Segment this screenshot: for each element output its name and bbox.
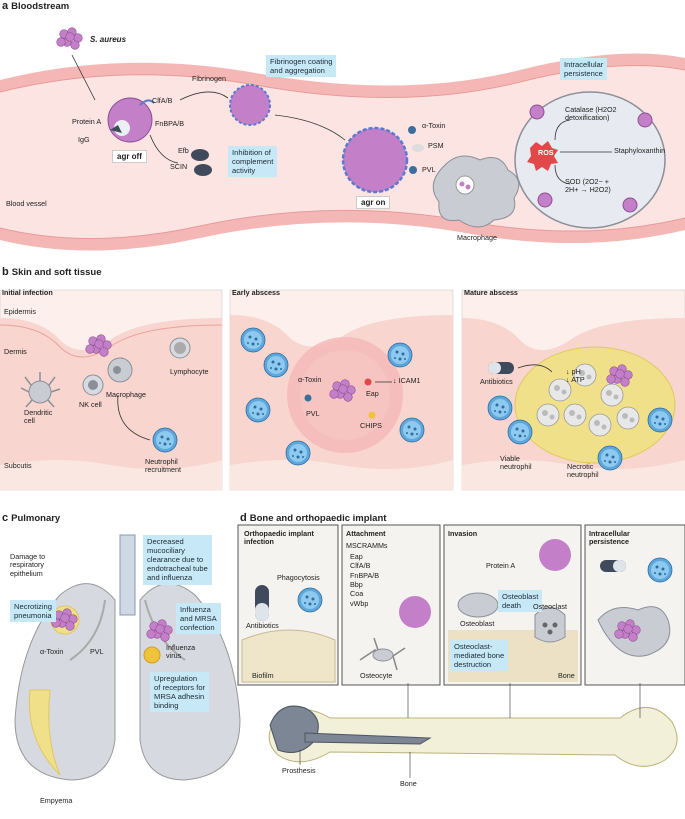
attachment-heading: Attachment bbox=[346, 529, 386, 538]
lymphocyte-label: Lymphocyte bbox=[170, 367, 209, 376]
mscramm-item: Eap bbox=[350, 552, 363, 561]
alpha-toxin-label-c: α-Toxin bbox=[40, 647, 64, 656]
pvl-label: PVL bbox=[422, 165, 436, 174]
phagocytosis-label: Phagocytosis bbox=[277, 573, 320, 582]
epidermis-label: Epidermis bbox=[4, 307, 36, 316]
complement-note: Inhibition of complement activity bbox=[228, 146, 278, 178]
pvl-label-c: PVL bbox=[90, 647, 104, 656]
osteoblast-label: Osteoblast bbox=[460, 619, 495, 628]
neutrophil-recruitment-label: Neutrophil recruitment bbox=[145, 457, 181, 475]
necrotizing-note: Necrotizing pneumonia bbox=[10, 600, 56, 623]
influenza-confection-note: Influenza and MRSA confection bbox=[176, 603, 221, 635]
mscramm-item: vWbp bbox=[350, 598, 369, 608]
subcutis-label: Subcutis bbox=[4, 461, 32, 470]
protein-a-label-d: Protein A bbox=[486, 561, 516, 570]
s-aureus-label: S. aureus bbox=[90, 35, 127, 44]
agr-off-badge: agr off bbox=[112, 150, 147, 163]
pvl-label-b: PVL bbox=[306, 409, 320, 418]
antibiotics-label-b: Antibiotics bbox=[480, 377, 513, 386]
macrophage-label-b: Macrophage bbox=[106, 390, 146, 399]
mscramm-item: ClfA/B bbox=[350, 561, 371, 571]
early-abscess-heading: Early abscess bbox=[232, 288, 280, 297]
osteoclast-note: Osteoclast- mediated bone destruction bbox=[450, 640, 509, 672]
empyema-label: Empyema bbox=[40, 796, 73, 805]
mscramms-label: MSCRAMMs bbox=[346, 541, 388, 550]
antibiotics-label-d: Antibiotics bbox=[246, 621, 279, 630]
chips-label: CHIPS bbox=[360, 421, 382, 430]
invasion-heading: Invasion bbox=[448, 529, 478, 538]
catalase-label: Catalase (H2O2 detoxification) bbox=[565, 105, 617, 123]
efb-label: Efb bbox=[178, 146, 189, 155]
agr-on-badge: agr on bbox=[356, 196, 391, 209]
protein-a-label: Protein A bbox=[72, 117, 102, 126]
bone-label: Bone bbox=[400, 779, 417, 788]
clfa-label: ClfA/B bbox=[152, 96, 173, 105]
icam-label: ↓ ICAM1 bbox=[393, 376, 421, 385]
viable-neutrophil-label: Viable neutrophil bbox=[500, 454, 532, 472]
mscramm-item: FnBPA/B bbox=[350, 570, 380, 580]
bone-label-panel: Bone bbox=[558, 671, 575, 680]
igg-label: IgG bbox=[78, 135, 90, 144]
nk-cell-label: NK cell bbox=[79, 400, 102, 409]
eap-label: Eap bbox=[366, 389, 379, 398]
staphyloxanthin-label: Staphyloxanthin bbox=[614, 146, 666, 155]
necrotic-neutrophil-label: Necrotic neutrophil bbox=[567, 462, 599, 480]
mscramm-item: Bbp bbox=[350, 580, 363, 590]
osteoblast-death-note: Osteoblast death bbox=[498, 590, 543, 613]
intracellular-heading: Intracellular persistence bbox=[589, 529, 630, 547]
ph-atp-label: ↓ pH ↓ ATP bbox=[566, 367, 585, 385]
damage-label: Damage to respiratory epithelium bbox=[10, 552, 46, 578]
ros-label: ROS bbox=[538, 148, 554, 157]
alpha-toxin-label-b: α-Toxin bbox=[298, 375, 322, 384]
upregulation-note: Upregulation of receptors for MRSA adhes… bbox=[150, 672, 210, 713]
osteoclast-label: Osteoclast bbox=[533, 602, 567, 611]
fibrinogen-note: Fibrinogen coating and aggregation bbox=[266, 55, 337, 78]
scin-label: SCIN bbox=[170, 162, 188, 171]
psm-label: PSM bbox=[428, 141, 444, 150]
mscramm-item: Coa bbox=[350, 589, 364, 599]
dermis-label: Dermis bbox=[4, 347, 27, 356]
intracellular-note: Intracellular persistence bbox=[560, 58, 608, 81]
blood-vessel-label: Blood vessel bbox=[6, 199, 47, 208]
macrophage-label: Macrophage bbox=[457, 233, 497, 242]
alpha-toxin-label: α-Toxin bbox=[422, 121, 446, 130]
sod-label: SOD (2O2− + 2H+ → H2O2) bbox=[565, 177, 611, 195]
mature-abscess-heading: Mature abscess bbox=[464, 288, 518, 297]
osteocyte-label: Osteocyte bbox=[360, 671, 393, 680]
initial-infection-heading: Initial infection bbox=[2, 288, 53, 297]
dendritic-cell-label: Dendritic cell bbox=[24, 408, 53, 426]
fnbpa-label: FnBPA/B bbox=[155, 119, 185, 128]
mucociliary-note: Decreased mucociliary clearance due to e… bbox=[143, 535, 212, 585]
prosthesis-label: Prosthesis bbox=[282, 766, 316, 775]
ortho-infection-heading: Orthopaedic implant infection bbox=[244, 529, 314, 547]
fibrinogen-label: Fibrinogen bbox=[192, 74, 226, 83]
mscramm-list: Eap ClfA/B FnBPA/B Bbp Coa vWbp bbox=[350, 552, 379, 608]
influenza-virus-label: Influenza virus bbox=[166, 643, 196, 661]
biofilm-label: Biofilm bbox=[252, 671, 274, 680]
